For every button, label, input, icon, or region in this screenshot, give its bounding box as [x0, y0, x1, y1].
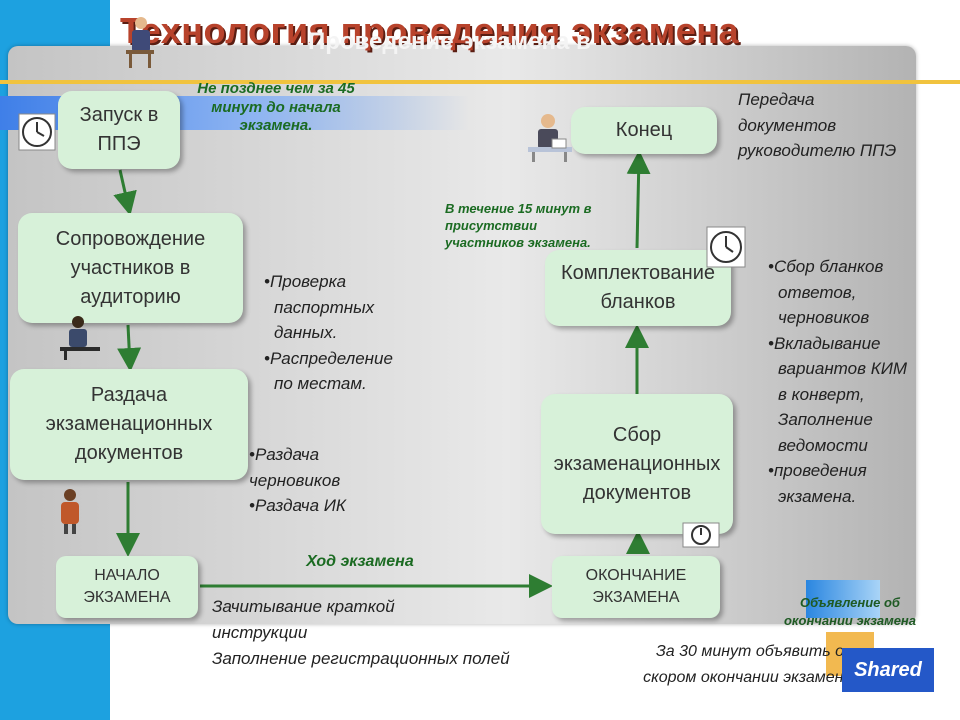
- logo-decor-blue: [806, 580, 880, 618]
- collect-documents-box: Сбор экзаменационных документов: [541, 394, 733, 534]
- arrow-complete-finish: [626, 150, 651, 249]
- arrow-escort-distribution: [117, 324, 142, 372]
- person-at-desk-icon: [526, 111, 574, 168]
- arrow-launch-escort: [113, 169, 137, 216]
- overlay-subtitle: Проведение экзамена в: [308, 28, 591, 55]
- clock-icon: [682, 522, 720, 553]
- person-sitting-icon: [60, 314, 100, 365]
- launch-box: Запуск в ППЭ: [58, 91, 180, 169]
- collect-item-forms: •Сбор бланков ответов, черновиков: [768, 257, 884, 327]
- complete-forms-box: Комплектование бланков: [545, 250, 731, 326]
- draft-item-drafts: •Раздача черновиков: [249, 445, 341, 490]
- decor-stripe-yellow: [0, 80, 960, 84]
- check-item-seating: •Распределение по местам.: [264, 348, 393, 394]
- note-30-minutes: За 30 минут объявить о скором окончании …: [643, 643, 857, 686]
- note-15-minutes: В течение 15 минут в присутствии участни…: [445, 201, 592, 250]
- escort-box: Сопровождение участников в аудиторию: [18, 213, 243, 323]
- label-exam-progress: Ход экзамена: [306, 553, 414, 570]
- draft-item-ik: •Раздача ИК: [249, 496, 346, 515]
- clock-icon: [18, 113, 56, 156]
- exam-start-box: НАЧАЛО ЭКЗАМЕНА: [56, 556, 198, 618]
- note-transfer: Передача документов руководителю ППЭ: [738, 90, 897, 160]
- finish-box: Конец: [571, 107, 717, 154]
- distribution-box: Раздача экзаменационных документов: [10, 369, 248, 480]
- note-draft-list: •Раздача черновиков •Раздача ИК: [249, 442, 389, 519]
- note-45-minutes: Не позднее чем за 45 минут до начала экз…: [197, 80, 355, 134]
- collect-item-conduct: •проведения экзамена.: [768, 461, 867, 506]
- note-instruction: Зачитывание краткой инструкции: [212, 597, 395, 642]
- clock-icon: [706, 226, 746, 273]
- person-standing-icon: [54, 487, 86, 540]
- myshared-logo: Shared: [842, 648, 934, 692]
- collect-item-kim: •Вкладывание вариантов КИМ в конверт, За…: [768, 333, 908, 455]
- note-announce-end: Объявление об окончании экзамена: [783, 595, 917, 628]
- page-title: Технология проведения экзамена: [120, 10, 740, 51]
- check-item-passport: •Проверка паспортных данных.: [264, 272, 375, 342]
- note-collect-list: •Сбор бланков ответов, черновиков •Вклад…: [768, 254, 918, 509]
- person-at-desk-icon: [124, 14, 156, 75]
- exam-end-box: ОКОНЧАНИЕ ЭКЗАМЕНА: [552, 556, 720, 618]
- note-registration: Заполнение регистрационных полей: [212, 649, 510, 668]
- note-check-list: •Проверка паспортных данных. •Распределе…: [264, 269, 409, 397]
